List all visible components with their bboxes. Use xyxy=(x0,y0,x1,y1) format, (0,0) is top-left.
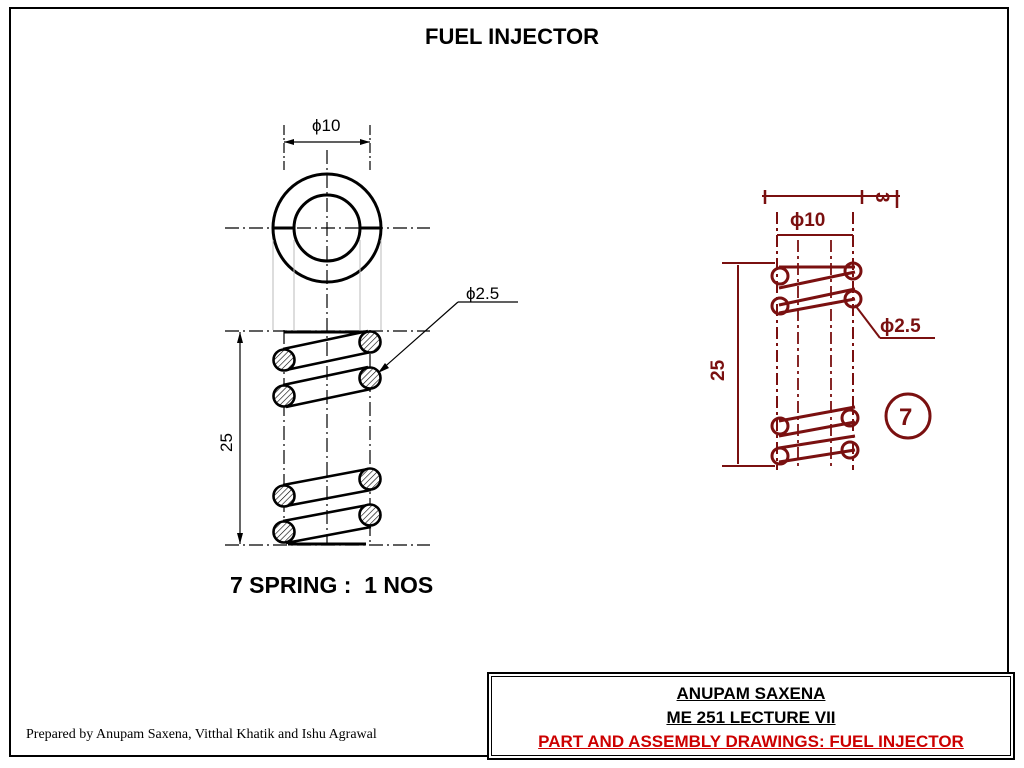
reference-drawing: 3 ϕ10 25 ϕ2.5 xyxy=(708,190,935,470)
title-block-subject: PART AND ASSEMBLY DRAWINGS: FUEL INJECTO… xyxy=(538,732,964,751)
reference-wire-diameter: ϕ2.5 xyxy=(880,316,921,337)
outer-diameter-dimension: ϕ10 xyxy=(283,116,371,170)
part-caption: 7 SPRING : 1 NOS xyxy=(230,572,434,598)
title-block-course: ME 251 LECTURE VII xyxy=(666,708,836,727)
title-block-author: ANUPAM SAXENA xyxy=(676,684,826,703)
spring-front-view xyxy=(225,329,430,546)
outer-diameter-label: ϕ10 xyxy=(312,116,340,135)
length-dimension: 25 xyxy=(217,332,243,544)
reference-part-number: 7 xyxy=(899,404,912,431)
wire-diameter-label: ϕ2.5 xyxy=(466,284,499,303)
title-block: ANUPAM SAXENA ME 251 LECTURE VII PART AN… xyxy=(487,672,1015,760)
spring-top-view xyxy=(225,150,430,545)
title-block-inner: ANUPAM SAXENA ME 251 LECTURE VII PART AN… xyxy=(491,676,1011,756)
length-label: 25 xyxy=(217,433,236,452)
reference-outer-diameter: ϕ10 xyxy=(790,210,825,231)
wire-diameter-leader: ϕ2.5 xyxy=(378,284,518,373)
prepared-by: Prepared by Anupam Saxena, Vitthal Khati… xyxy=(26,727,377,742)
slide-title: FUEL INJECTOR xyxy=(425,24,599,49)
reference-length: 25 xyxy=(708,359,729,381)
reference-top-dim: 3 xyxy=(871,192,892,203)
